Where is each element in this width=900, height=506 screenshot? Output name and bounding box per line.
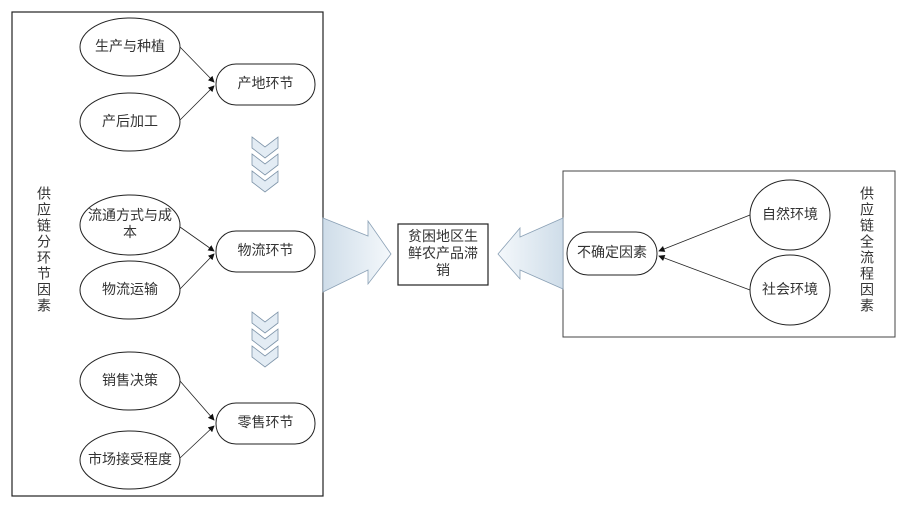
arrow-right-icon [322,217,392,293]
factor-label: 流通方式与成本 [88,208,172,241]
factor-label: 自然环境 [762,206,818,223]
chevron-down-icon-2 [251,311,279,368]
factor-label: 物流运输 [102,281,158,298]
ellipse-3 [79,194,181,256]
factor-label: 社会环境 [762,281,818,298]
arrow-left-icon [497,217,564,290]
center-box-frame [397,223,489,286]
stage-label: 物流环节 [237,243,294,259]
left-panel-label: 供应链分环节因素 [35,186,51,314]
connector-lines [179,46,751,459]
ellipse-2 [79,92,181,152]
stage-box-3 [215,402,316,445]
right-panel-label: 供应链全流程因素 [858,186,874,314]
center-label: 贫困地区生鲜农产品滞销 [408,229,478,279]
stage-box-right [566,231,658,276]
ellipse-6 [79,430,181,490]
factor-label: 市场接受程度 [88,451,172,468]
stage-box-1 [215,63,316,106]
factor-label: 生产与种植 [95,38,165,55]
stage-label: 产地环节 [237,76,294,92]
ellipse-4 [79,260,181,320]
stage-label: 零售环节 [237,415,294,431]
factor-label: 销售决策 [102,372,158,389]
factor-label: 产后加工 [102,113,158,130]
stage-label-right: 不确定因素 [577,245,647,261]
stage-box-2 [215,230,316,273]
chevron-down-icon [251,136,279,193]
